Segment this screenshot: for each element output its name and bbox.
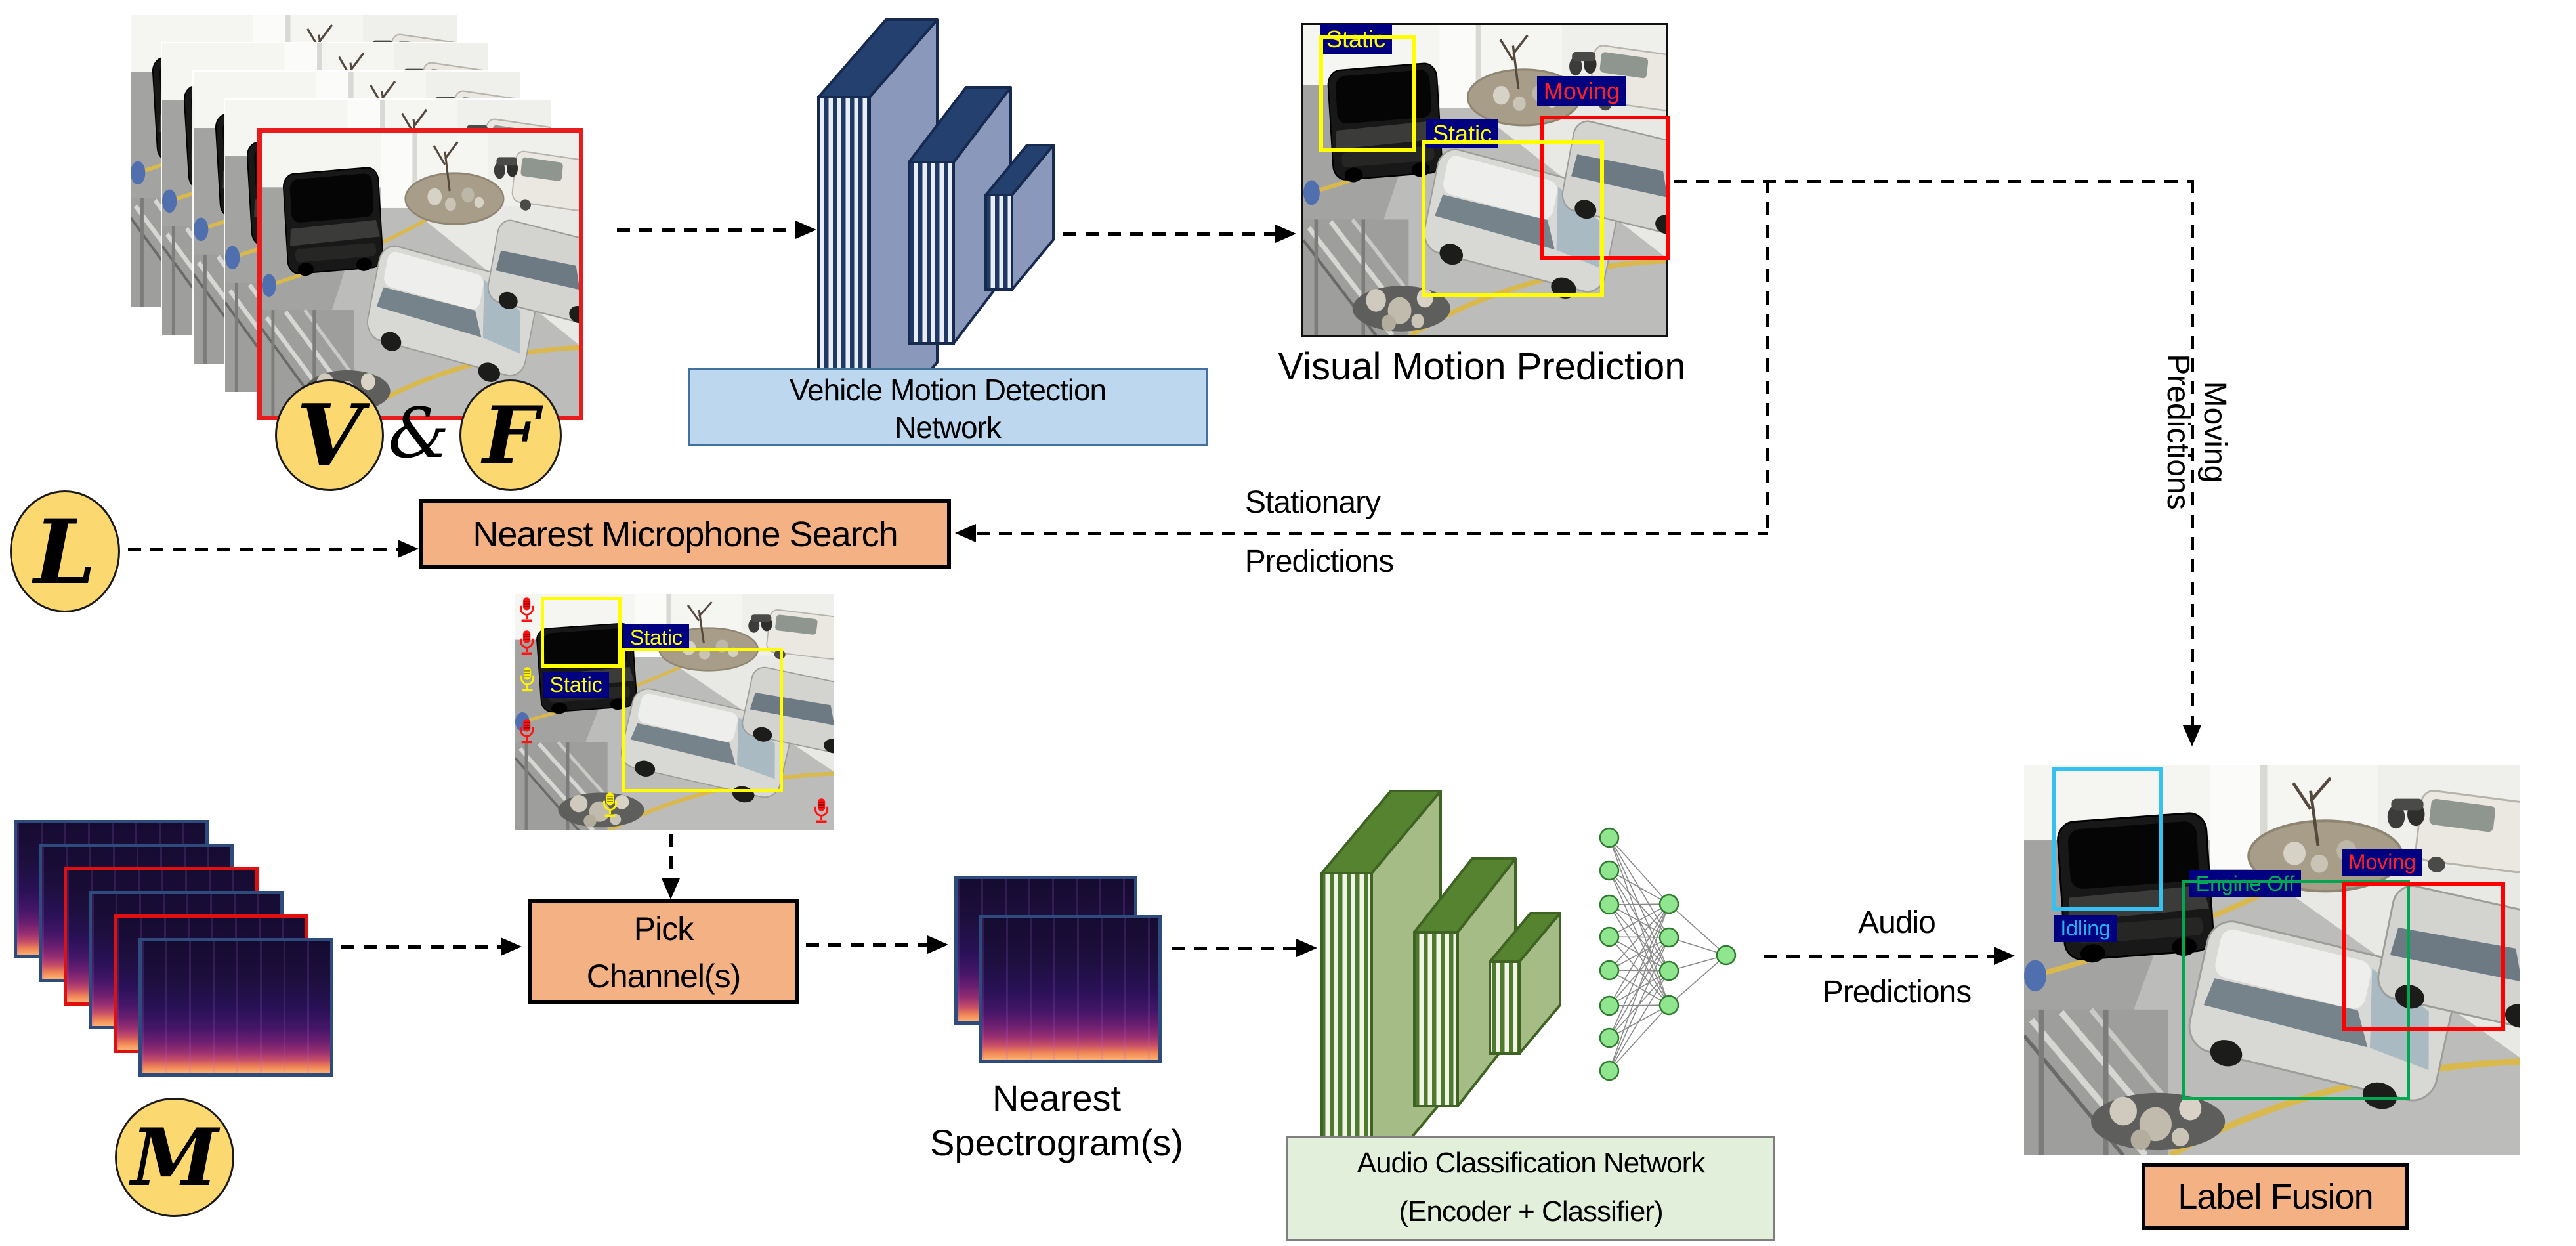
visual-motion-prediction-image	[1301, 23, 1668, 337]
vmd-label-line2: Network	[895, 410, 1002, 444]
arrow-nearestspec-to-acn	[1172, 947, 1298, 950]
arrow-micmap-to-pick	[669, 834, 673, 878]
label-fusion-box: Label Fusion	[2142, 1163, 2409, 1230]
arrowhead-micmap-to-pick	[662, 878, 680, 899]
arrowhead-vmdnet-to-vmp	[1275, 225, 1296, 243]
video-frame-front	[257, 128, 583, 420]
arrow-pick-to-nearestspec	[806, 943, 929, 947]
arrowhead-stationary-to-nms	[955, 524, 976, 542]
arrowhead-moving-to-fusion	[2183, 725, 2201, 746]
audio-predictions-label-line2: Predictions	[1822, 975, 1972, 1010]
arrow-spectrograms-to-pick	[341, 945, 502, 949]
microphone-map-image	[515, 594, 834, 830]
line-stationary-branch-down	[1766, 180, 1769, 533]
input-symbol-v: V	[275, 379, 384, 491]
label-fusion-label: Label Fusion	[2178, 1177, 2373, 1216]
arrowhead-l-to-nms	[398, 540, 419, 558]
arrowhead-nearestspec-to-acn	[1296, 939, 1317, 957]
input-m-label: M	[131, 1111, 219, 1204]
input-symbol-m: M	[115, 1098, 234, 1217]
moving-predictions-label: Moving Predictions	[2159, 337, 2233, 527]
arrowhead-spectrograms-to-pick	[501, 937, 522, 956]
arrow-audio-predictions	[1764, 955, 1995, 958]
nearest-spectrograms-caption-line2: Spectrogram(s)	[930, 1122, 1183, 1163]
arrow-frames-to-vmdnet	[617, 228, 795, 232]
vmd-network-label-box: Vehicle Motion Detection Network	[688, 368, 1208, 446]
moving-predictions-line2: Predictions	[2161, 354, 2195, 510]
nms-label: Nearest Microphone Search	[473, 515, 898, 554]
line-vmp-output	[1674, 180, 2193, 183]
arrowhead-frames-to-vmdnet	[795, 221, 816, 239]
ampersand: &	[386, 391, 452, 476]
nearest-microphone-search-box: Nearest Microphone Search	[419, 499, 951, 569]
input-l-label: L	[33, 499, 96, 604]
pick-channels-box: Pick Channel(s)	[528, 899, 799, 1004]
pick-label-line2: Channel(s)	[586, 958, 742, 995]
input-v-label: V	[296, 385, 363, 486]
line-stationary-to-nms	[977, 532, 1768, 535]
vehicle-motion-cnn-graphic	[807, 13, 1070, 453]
stationary-predictions-label-line1: Stationary	[1244, 485, 1381, 520]
nearest-spectrograms-caption-line1: Nearest	[992, 1077, 1122, 1119]
arrow-vmdnet-to-vmp	[1063, 232, 1277, 236]
label-fusion-image	[2024, 765, 2520, 1155]
line-moving-down	[2191, 180, 2194, 725]
input-f-label: F	[482, 389, 539, 482]
audio-predictions-label-line1: Audio	[1858, 905, 1936, 940]
input-symbol-l: L	[10, 490, 120, 612]
vmp-caption: Visual Motion Prediction	[1278, 345, 1686, 388]
arrow-l-to-nms	[128, 548, 399, 551]
arrowhead-audio-predictions	[1994, 947, 2015, 965]
nearest-spectrogram-front	[979, 915, 1162, 1063]
pick-label-line1: Pick	[633, 911, 694, 947]
ampersand-label: &	[388, 393, 450, 473]
classifier-mlp-graphic	[1588, 821, 1779, 1090]
spectrogram-6	[138, 938, 333, 1077]
acn-label-box: Audio Classification Network (Encoder + …	[1286, 1136, 1775, 1241]
moving-predictions-line1: Moving	[2197, 381, 2232, 483]
arrowhead-pick-to-nearestspec	[927, 935, 948, 954]
audio-classification-cnn-graphic	[1313, 781, 1608, 1195]
vmd-label-line1: Vehicle Motion Detection	[789, 373, 1107, 407]
stationary-predictions-label-line2: Predictions	[1244, 544, 1394, 579]
input-symbol-f: F	[459, 379, 562, 491]
acn-label-line2: (Encoder + Classifier)	[1399, 1195, 1663, 1228]
acn-label-line1: Audio Classification Network	[1357, 1147, 1706, 1179]
